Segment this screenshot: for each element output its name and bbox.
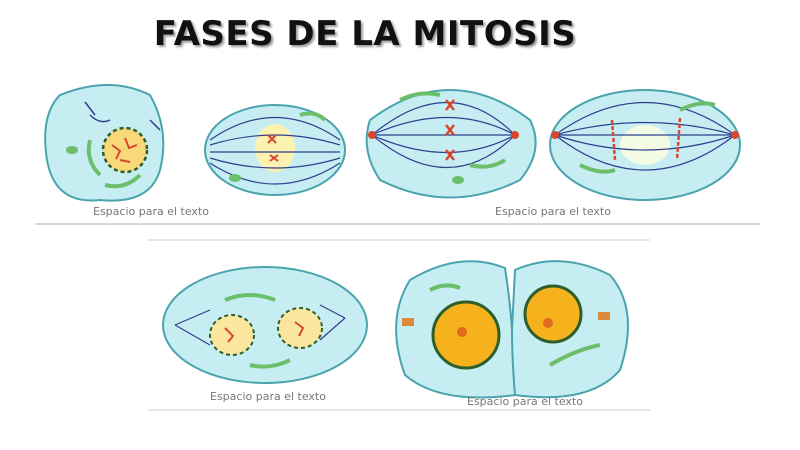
cell-metaphase	[365, 89, 537, 199]
cell-telophase	[162, 266, 368, 384]
slide-title: FASES DE LA MITOSIS	[153, 14, 577, 54]
cell-prophase	[44, 84, 165, 202]
caption-text-space[interactable]: Espacio para el texto	[495, 205, 611, 218]
cell-cytokinesis	[395, 260, 629, 399]
cell-prometaphase	[204, 104, 346, 196]
nucleus	[523, 284, 583, 344]
caption-text-space[interactable]: Espacio para el texto	[93, 205, 209, 218]
caption-text-space[interactable]: Espacio para el texto	[467, 395, 583, 408]
nucleus	[277, 307, 323, 349]
nucleus	[101, 126, 149, 174]
caption-text-space[interactable]: Espacio para el texto	[210, 390, 326, 403]
cell-anaphase	[549, 89, 741, 201]
